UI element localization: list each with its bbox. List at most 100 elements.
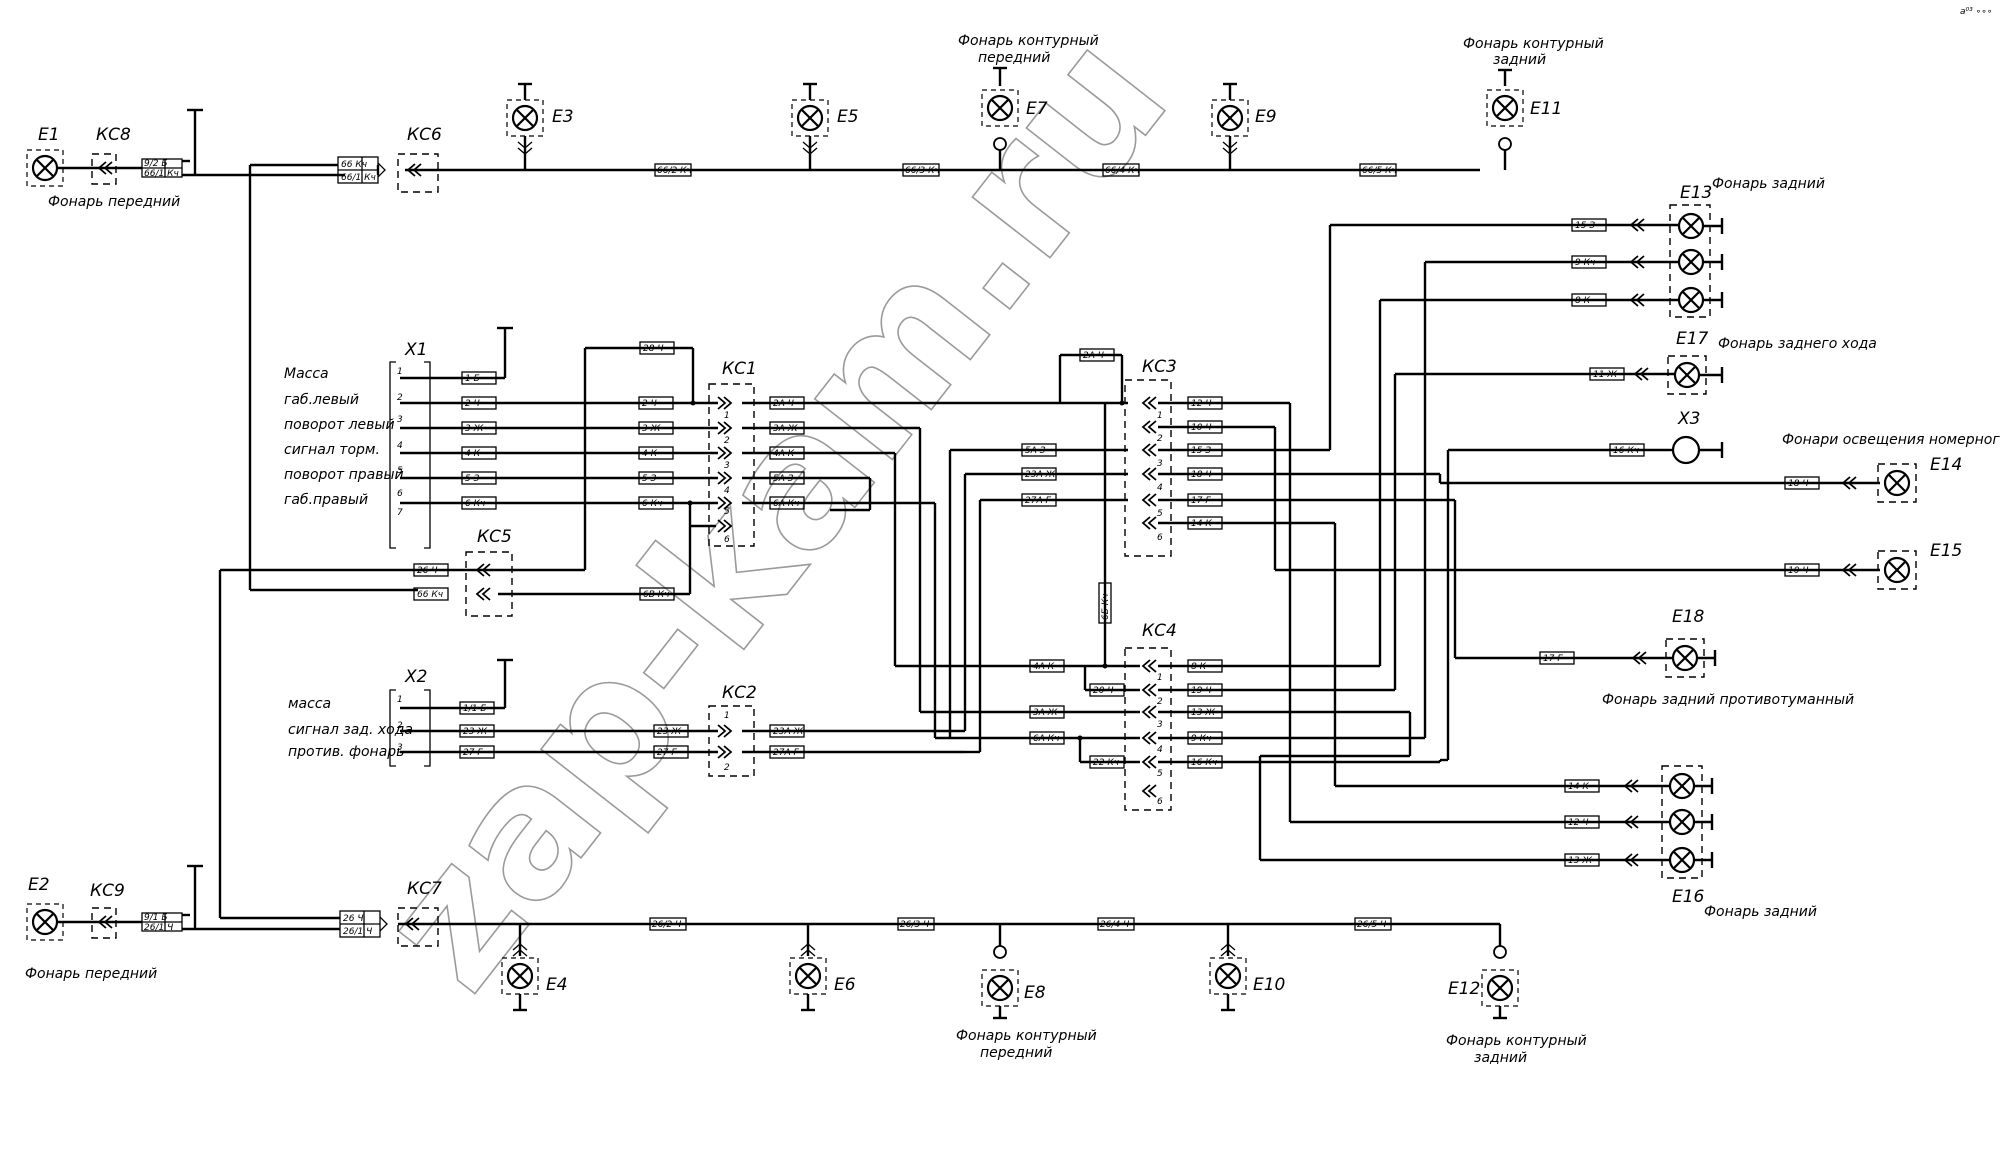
- svg-text:габ.левый: габ.левый: [284, 392, 359, 408]
- lamp-e9: E9: [1210, 82, 1277, 155]
- svg-text:66/4 Кч: 66/4 Кч: [1105, 166, 1140, 176]
- svg-text:5 З: 5 З: [465, 474, 480, 484]
- svg-text:66/5 Кч: 66/5 Кч: [1362, 166, 1397, 176]
- svg-text:Фонарь задний: Фонарь задний: [1712, 176, 1825, 192]
- lamp-e16: 14 К 12 Ч 13 Ж E16 Фонарь задний: [1564, 765, 1817, 920]
- svg-text:9 Кч: 9 Кч: [1191, 734, 1211, 744]
- lamp-e3: E3: [505, 82, 574, 155]
- svg-text:16 Кч: 16 Кч: [1613, 446, 1639, 456]
- svg-text:E4: E4: [546, 975, 568, 995]
- svg-text:9/2 Б: 9/2 Б: [144, 159, 168, 169]
- svg-text:17 Г: 17 Г: [1543, 654, 1563, 664]
- svg-text:66/3 Кч: 66/3 Кч: [905, 166, 940, 176]
- e1-caption: Фонарь передний: [48, 194, 180, 210]
- svg-text:3: 3: [1157, 459, 1163, 469]
- svg-text:4 К: 4 К: [465, 449, 481, 459]
- svg-text:E6: E6: [834, 975, 856, 995]
- svg-text:5: 5: [1157, 509, 1163, 519]
- connector-kc7: 26 Ч 26/1 Ч КС7: [339, 879, 442, 947]
- svg-text:задний: задний: [1474, 1050, 1527, 1066]
- svg-text:23 Ж: 23 Ж: [463, 727, 487, 737]
- connector-kc5: КС5 26 Ч 66 Кч: [413, 527, 513, 617]
- svg-text:поворот левый: поворот левый: [284, 417, 395, 433]
- svg-text:4А К: 4А К: [1033, 662, 1055, 672]
- svg-text:11 Ж: 11 Ж: [1593, 370, 1617, 380]
- svg-text:Фонарь задний: Фонарь задний: [1704, 904, 1817, 920]
- svg-text:E15: E15: [1930, 541, 1962, 561]
- svg-text:5А З: 5А З: [1025, 446, 1046, 456]
- svg-text:Фонари освещения номерного зна: Фонари освещения номерного знака: [1782, 432, 2000, 448]
- svg-text:66/2 Кч: 66/2 Кч: [657, 166, 692, 176]
- svg-text:9/1 Б: 9/1 Б: [144, 913, 168, 923]
- svg-text:2 Ч: 2 Ч: [642, 399, 657, 409]
- watermark: zap-kam.ru: [338, 0, 1208, 1027]
- svg-text:Фонарь задний противотуманный: Фонарь задний противотуманный: [1602, 692, 1854, 708]
- svg-text:КС4: КС4: [1142, 621, 1177, 641]
- svg-text:15 З: 15 З: [1575, 221, 1595, 231]
- lamp-e2: E2 Фонарь передний: [25, 875, 157, 982]
- svg-text:26/1 Ч: 26/1 Ч: [343, 927, 372, 937]
- terminal-x3: X3 16 Кч: [1609, 409, 1724, 465]
- svg-text:16 Кч: 16 Кч: [1191, 758, 1217, 768]
- lamp-e11: Фонарь контурный задний E11: [1463, 36, 1604, 151]
- lamp-e14: Фонари освещения номерного знака E14 18 …: [1782, 432, 2000, 503]
- svg-text:3: 3: [724, 461, 730, 471]
- svg-text:2 Ч: 2 Ч: [465, 399, 480, 409]
- svg-text:6: 6: [724, 535, 730, 545]
- svg-text:E11: E11: [1530, 99, 1562, 119]
- svg-text:E17: E17: [1676, 329, 1709, 349]
- svg-text:27 Г: 27 Г: [463, 748, 483, 758]
- svg-text:66/1 Кч: 66/1 Кч: [341, 173, 376, 183]
- bottom-bus: [48, 568, 1502, 956]
- connector-kc4: КС4 1 2 3 4 5 6 8 К 19 Ч 13 Ж 9 Кч 16 Кч: [1124, 621, 1440, 811]
- svg-text:КС2: КС2: [722, 683, 757, 703]
- svg-text:18 Ч: 18 Ч: [1788, 479, 1808, 489]
- svg-text:масса: масса: [288, 696, 331, 712]
- svg-text:6: 6: [1157, 533, 1163, 543]
- lamp-e17: E17 Фонарь заднего хода 11 Ж: [1570, 329, 1877, 395]
- connector-kc6: 66 Кч 66/1 Кч КС6: [337, 125, 442, 193]
- corner-note: a⁰³ ∘∘∘: [1960, 7, 1993, 17]
- svg-text:3А Ж: 3А Ж: [1033, 708, 1058, 718]
- svg-text:66 Кч: 66 Кч: [341, 160, 367, 170]
- svg-text:3: 3: [1157, 720, 1163, 730]
- svg-text:габ.правый: габ.правый: [284, 492, 368, 508]
- svg-text:6В Кч: 6В Кч: [643, 590, 669, 600]
- svg-text:X1: X1: [404, 340, 427, 360]
- e1-label: E1: [38, 125, 60, 145]
- svg-text:14 К: 14 К: [1568, 782, 1589, 792]
- lamp-e8: E8 Фонарь контурный передний: [956, 945, 1097, 1061]
- svg-text:сигнал торм.: сигнал торм.: [284, 442, 380, 458]
- svg-text:передний: передний: [978, 50, 1050, 66]
- svg-text:4: 4: [724, 486, 730, 496]
- svg-text:6Б Кч: 6Б Кч: [1101, 594, 1111, 620]
- connector-kc2: КС2 1 2 23 Ж 27 Г 23А Ж 27А Г: [653, 683, 965, 777]
- svg-text:КС1: КС1: [722, 359, 757, 379]
- svg-text:КС5: КС5: [477, 527, 512, 547]
- svg-text:28 Ч: 28 Ч: [643, 344, 663, 354]
- svg-text:66/1 Кч: 66/1 Кч: [144, 169, 179, 179]
- svg-text:8 К: 8 К: [1575, 296, 1591, 306]
- svg-text:сигнал зад. хода: сигнал зад. хода: [288, 722, 413, 738]
- svg-text:2: 2: [1157, 434, 1163, 444]
- svg-text:5А З: 5А З: [773, 474, 794, 484]
- svg-text:12 Ч: 12 Ч: [1568, 818, 1588, 828]
- svg-text:E16: E16: [1672, 887, 1705, 907]
- svg-text:1: 1: [397, 367, 403, 377]
- svg-text:7: 7: [397, 508, 403, 518]
- lamp-e4: E4: [500, 943, 568, 1012]
- svg-text:6 Кч: 6 Кч: [465, 499, 485, 509]
- svg-text:2: 2: [397, 393, 403, 403]
- svg-text:1/1 Б: 1/1 Б: [463, 704, 487, 714]
- svg-text:zap-kam.ru: zap-kam.ru: [339, 0, 1208, 1026]
- svg-text:Фонарь контурный: Фонарь контурный: [1446, 1033, 1587, 1049]
- svg-text:5: 5: [724, 507, 730, 517]
- bottom-wire-tags: 26/2 Ч 26/3 Ч 26/4 Ч 26/5 Ч: [649, 917, 1392, 931]
- svg-text:8 К: 8 К: [1191, 662, 1207, 672]
- connector-kc1: КС1 1 2 3 4 5 6 2 Ч 3 Ж 4 К 5 З 6 Кч 28 …: [418, 341, 830, 601]
- svg-text:КС9: КС9: [90, 881, 125, 901]
- svg-text:15 З: 15 З: [1191, 446, 1211, 456]
- svg-text:6 Кч: 6 Кч: [642, 499, 662, 509]
- svg-text:передний: передний: [980, 1045, 1052, 1061]
